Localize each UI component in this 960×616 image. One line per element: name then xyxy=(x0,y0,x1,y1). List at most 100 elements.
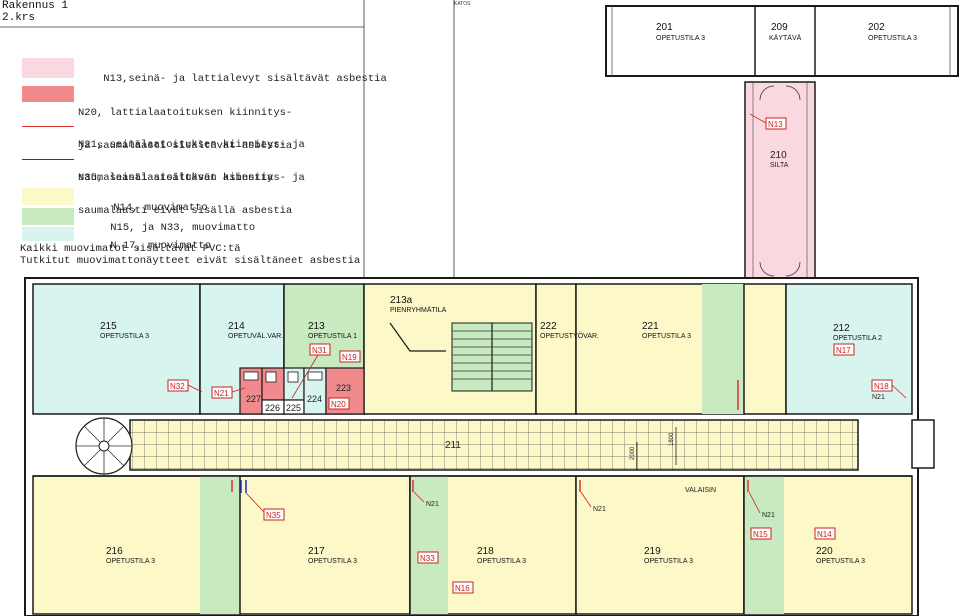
room-name: OPETUSTILA 3 xyxy=(642,333,691,340)
legend-note-samples: Tutkitut muovimattonäytteet eivät sisält… xyxy=(20,255,361,267)
exit-vestibule xyxy=(911,419,935,469)
upper-wing-outline xyxy=(605,5,959,77)
legend-text-n17: N 17, muovimatto xyxy=(85,230,211,263)
room-216-green-zone xyxy=(200,476,240,614)
legend-text-n14: N14, muovimatto xyxy=(88,192,208,225)
tag-n35: N35 xyxy=(245,492,285,521)
tag-n13: N13 xyxy=(749,113,787,130)
legend-text-n15: N15, ja N33, muovimatto xyxy=(85,212,255,245)
dimension-2000: 2000 xyxy=(630,446,636,460)
legend-line: N14, muovimatto xyxy=(113,202,208,214)
room-name: OPETUSTILA 3 xyxy=(477,558,526,565)
tag-n21-a: N21 xyxy=(211,386,246,399)
tag-n21-d: N21 xyxy=(593,506,606,513)
room-name: OPETUSTILA 2 xyxy=(833,335,882,342)
room-number: 215 xyxy=(100,321,117,332)
room-number: 202 xyxy=(868,22,885,33)
tag-n19: N19 xyxy=(339,350,361,363)
legend-swatch-n20 xyxy=(22,86,74,102)
svg-text:N35: N35 xyxy=(266,511,281,520)
tag-n20: N20 xyxy=(328,397,350,410)
room-number: 211 xyxy=(445,440,461,451)
wc-fixture xyxy=(265,371,277,383)
room-number: 221 xyxy=(642,321,659,332)
room-name: OPETUSTILA 3 xyxy=(100,333,149,340)
room-name: OPETUSTILA 3 xyxy=(308,558,357,565)
room-name: OPETUSTILA 3 xyxy=(868,35,917,42)
room-number: 214 xyxy=(228,321,245,332)
room-number: 224 xyxy=(307,394,322,404)
tag-n16: N16 xyxy=(452,581,474,594)
spiral-staircase xyxy=(75,417,133,475)
door-swing xyxy=(759,261,801,277)
room-number: 209 xyxy=(771,22,788,33)
room-number: 210 xyxy=(770,150,787,161)
room-name: OPETUSTILA 3 xyxy=(816,558,865,565)
sink-fixture xyxy=(307,371,323,381)
tag-leader xyxy=(580,491,592,508)
svg-text:N13: N13 xyxy=(768,120,783,129)
legend-text-n13: N13,seinä- ja lattialevyt sisältävät asb… xyxy=(78,63,387,96)
room-number: 218 xyxy=(477,546,494,557)
room-number: 227 xyxy=(246,394,261,404)
room-215 xyxy=(32,283,201,415)
legend-line: N15, ja N33, muovimatto xyxy=(110,222,256,234)
legend-line: N35, seinälaatoituksen kiinnitys- ja xyxy=(78,172,305,184)
room-name: PIENRYHMÄTILA xyxy=(390,306,447,314)
dimension-1800: 1800 xyxy=(669,432,675,446)
fixture-label: VALAISIN xyxy=(685,487,716,494)
svg-text:N21: N21 xyxy=(214,389,229,398)
tag-n33: N33 xyxy=(417,551,439,564)
room-name: OPETUSTILA 3 xyxy=(656,35,705,42)
room-number: 216 xyxy=(106,546,123,557)
legend-line: N 17, muovimatto xyxy=(110,240,212,252)
room-220-green-zone xyxy=(744,476,784,614)
legend-line: N20, lattialaatoituksen kiinnitys- xyxy=(78,107,293,119)
legend-line: N13,seinä- ja lattialevyt sisältävät asb… xyxy=(103,73,387,85)
room-name: OPETUVÄL.VAR. xyxy=(228,332,283,340)
legend-swatch-n15 xyxy=(22,208,74,225)
room-number: 217 xyxy=(308,546,325,557)
tag-n17: N17 xyxy=(833,343,855,356)
room-name: OPETUSTILA 1 xyxy=(308,333,357,340)
svg-text:N19: N19 xyxy=(342,353,357,362)
legend-text-n21: N21, seinälaatoituksen kiinnitys- ja sau… xyxy=(78,118,305,206)
wet-rooms: 227 226 225 224 223 xyxy=(239,367,365,415)
room-217 xyxy=(239,475,411,615)
main-building: 227 226 225 224 223 211 1800 2000 xyxy=(24,277,935,616)
room-number: 225 xyxy=(286,403,301,413)
legend-text-n35: N35, seinälaatoituksen kiinnitys- ja sau… xyxy=(78,151,305,239)
upper-wing: 201 OPETUSTILA 3 209 KÄYTÄVÄ 202 OPETUST… xyxy=(605,5,959,77)
room-222 xyxy=(535,283,577,415)
room-name: KÄYTÄVÄ xyxy=(769,34,802,42)
legend-line: N21, seinälaatoituksen kiinnitys- ja xyxy=(78,139,305,151)
room-221-green-zone xyxy=(702,284,744,414)
corridor-211 xyxy=(129,419,859,471)
legend-line: ja saumalaasti sisältävät asbestia xyxy=(78,140,293,152)
stair-rail xyxy=(389,322,446,352)
legend-line: saumalaasti eivät sisällä asbestia xyxy=(78,205,293,217)
sink-fixture xyxy=(243,371,259,381)
svg-text:N16: N16 xyxy=(455,584,470,593)
tag-n18: N18 xyxy=(871,379,907,399)
room-name: OPETUSTILA 3 xyxy=(106,558,155,565)
tag-n31: N31 xyxy=(291,343,331,399)
floor-label: 2.krs xyxy=(2,12,36,24)
legend-swatch-n14 xyxy=(22,188,74,205)
room-number: 213 xyxy=(308,321,325,332)
room-number: 220 xyxy=(816,546,833,557)
svg-text:N18: N18 xyxy=(874,382,889,391)
tag-n15: N15 xyxy=(750,527,772,540)
sample-tags: N13 N31 N19 N17 N32 N21 N20 xyxy=(167,113,907,594)
room-name: OPETUSTILA 3 xyxy=(644,558,693,565)
bridge-210: 210 SILTA xyxy=(744,81,816,279)
tag-leader xyxy=(748,491,761,514)
room-number: 219 xyxy=(644,546,661,557)
spiral-treads xyxy=(76,418,132,474)
room-number: 213a xyxy=(390,295,413,306)
legend-line: saumalaasti sisältävät asbestia xyxy=(78,172,274,184)
drawing-header: Rakennus 1 2.krs xyxy=(2,0,68,24)
staircase xyxy=(389,322,533,392)
